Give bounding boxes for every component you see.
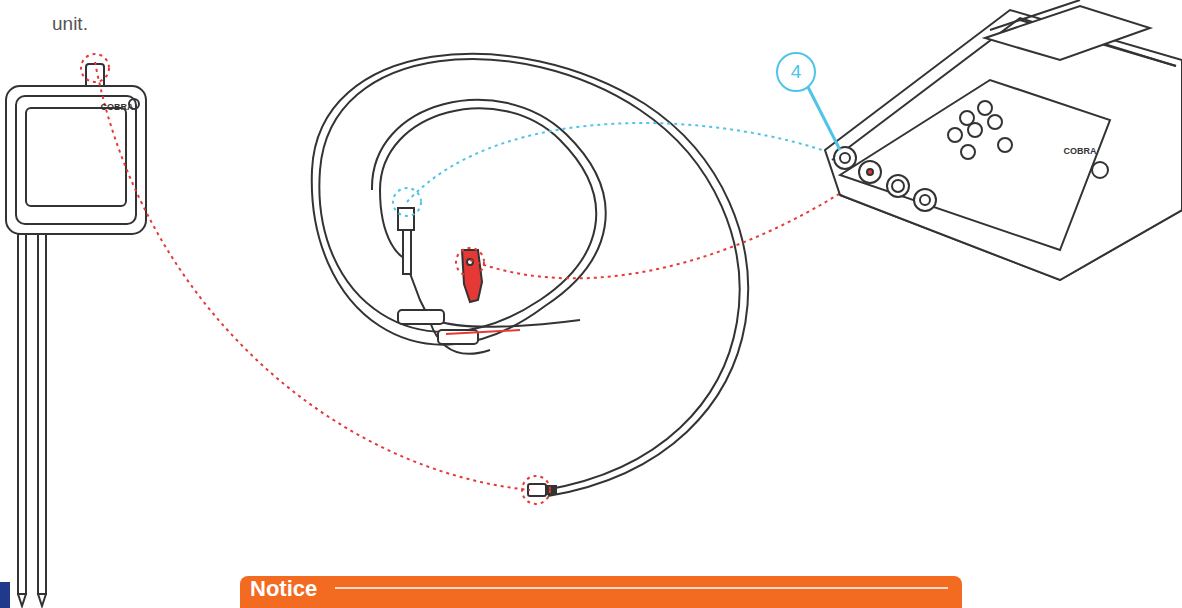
notice-banner	[240, 576, 962, 608]
body-text: unit.	[52, 14, 88, 35]
notice-heading: Notice	[250, 576, 317, 602]
notice-banner-box: Notice	[240, 576, 327, 602]
callout-leader	[777, 53, 840, 150]
cable	[312, 54, 748, 496]
bnc-connector	[528, 484, 556, 496]
red-clip	[462, 250, 482, 302]
notice-rule	[335, 587, 948, 589]
brand-logo: COBRA	[1064, 147, 1097, 157]
page-tab	[0, 582, 10, 608]
brand-logo: COBRA	[101, 103, 134, 113]
probe-unit	[6, 64, 146, 606]
callout-number: 4	[791, 62, 802, 83]
connection-guides	[81, 54, 884, 504]
test-unit	[825, 0, 1182, 280]
